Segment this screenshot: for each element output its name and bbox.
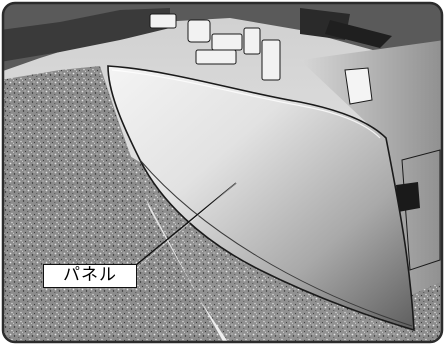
right-trim-outline — [401, 149, 441, 271]
duct-dark — [325, 20, 392, 48]
dashboard-shadow — [3, 8, 170, 62]
right-bracket — [344, 67, 373, 105]
panel — [107, 65, 415, 332]
panel-edge-highlight — [111, 69, 381, 139]
callout-label-panel: パネル — [43, 264, 137, 288]
dashboard-brackets — [149, 13, 281, 81]
panel-fold-line — [139, 159, 413, 327]
right-clip — [396, 182, 420, 212]
callout-leader — [129, 182, 237, 271]
